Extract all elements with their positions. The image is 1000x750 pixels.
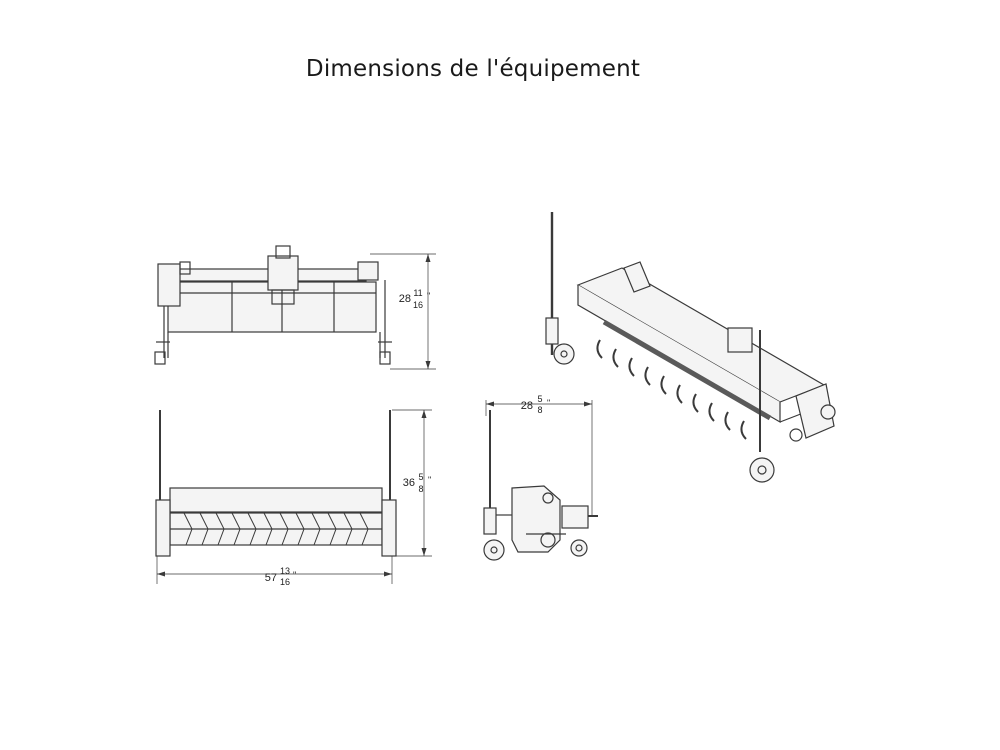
dimension-top-view-depth: 28 11 16 " <box>399 288 430 310</box>
dim-denominator: 8 <box>537 405 542 415</box>
dim-denominator: 16 <box>413 300 423 310</box>
dim-unit: " <box>427 291 430 301</box>
dim-whole: 28 <box>399 293 411 305</box>
page-title: Dimensions de l'équipement <box>305 56 641 82</box>
dimension-front-view-width: 57 13 16 " <box>265 566 296 587</box>
top-view <box>154 245 436 370</box>
dim-numerator: 5 <box>418 472 423 482</box>
dim-whole: 28 <box>521 400 533 412</box>
dimension-front-view-height: 36 5 8 " <box>403 472 431 494</box>
dim-denominator: 8 <box>418 484 423 494</box>
dim-unit: " <box>547 398 550 408</box>
dimension-side-view-width: 28 5 8 " <box>521 394 550 415</box>
dim-unit: " <box>293 570 296 580</box>
dim-unit: " <box>428 475 431 485</box>
dim-numerator: 13 <box>280 566 290 576</box>
front-view <box>155 409 432 584</box>
dimension-labels: 28 11 16 " 36 5 8 " 57 13 16 " 28 5 8 " <box>265 288 550 587</box>
dim-whole: 57 <box>265 572 277 584</box>
side-view <box>483 400 598 561</box>
isometric-view <box>545 212 836 483</box>
dim-whole: 36 <box>403 477 415 489</box>
dim-numerator: 11 <box>413 288 422 298</box>
dim-numerator: 5 <box>537 394 542 404</box>
dim-denominator: 16 <box>280 577 290 587</box>
